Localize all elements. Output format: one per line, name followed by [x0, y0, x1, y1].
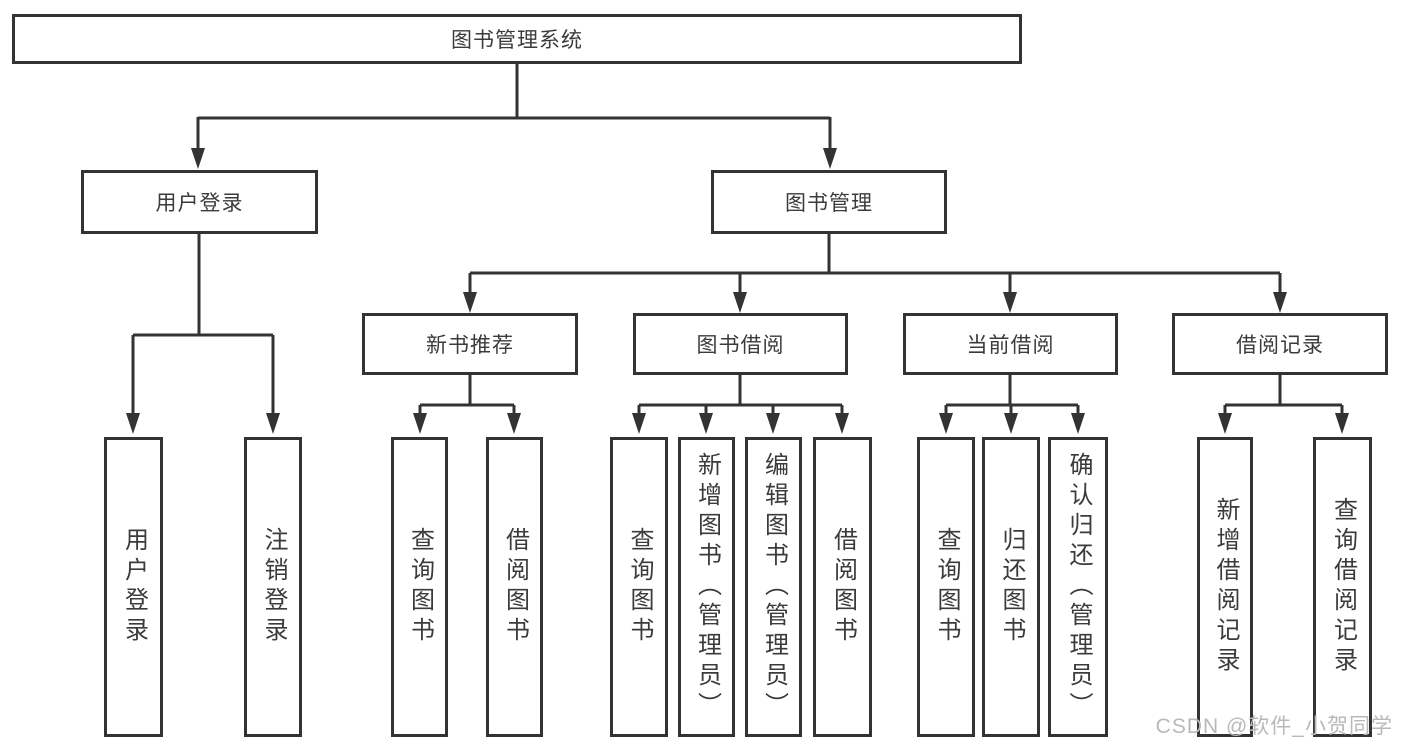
node-book-management: 图书管理 — [711, 170, 947, 234]
node-label: 归还图书 — [998, 527, 1025, 647]
node-library-management-system: 图书管理系统 — [12, 14, 1022, 64]
node-current-borrowing: 当前借阅 — [903, 313, 1118, 375]
node-borrowing-records: 借阅记录 — [1172, 313, 1388, 375]
node-label: 借阅记录 — [1236, 334, 1324, 357]
node-label: 新增借阅记录 — [1212, 497, 1239, 677]
leaf-query-books-current: 查询图书 — [917, 437, 975, 737]
node-new-book-recommendation: 新书推荐 — [362, 313, 578, 375]
node-label: 编辑图书（管理员） — [760, 452, 788, 722]
leaf-user-login: 用户登录 — [104, 437, 163, 737]
leaf-borrow-books-borrowing: 借阅图书 — [813, 437, 872, 737]
node-label: 新书推荐 — [426, 334, 514, 357]
node-label: 当前借阅 — [966, 334, 1055, 357]
leaf-confirm-return-admin: 确认归还（管理员） — [1048, 437, 1108, 737]
node-label: 查询图书 — [406, 527, 434, 647]
node-label: 图书管理 — [785, 192, 873, 215]
node-label: 查询借阅记录 — [1329, 497, 1357, 677]
leaf-add-borrow-record: 新增借阅记录 — [1197, 437, 1253, 737]
leaf-query-books-borrowing: 查询图书 — [610, 437, 668, 737]
leaf-add-book-admin: 新增图书（管理员） — [678, 437, 735, 737]
leaf-query-borrow-record: 查询借阅记录 — [1313, 437, 1372, 737]
leaf-edit-book-admin: 编辑图书（管理员） — [745, 437, 802, 737]
node-label: 确认归还（管理员） — [1065, 452, 1092, 722]
node-label: 查询图书 — [626, 527, 653, 647]
node-label: 查询图书 — [933, 527, 960, 647]
leaf-query-books-recommendation: 查询图书 — [391, 437, 448, 737]
node-book-borrowing: 图书借阅 — [633, 313, 848, 375]
csdn-watermark: CSDN @软件_小贺同学 — [1155, 715, 1393, 738]
node-label: 用户登录 — [155, 192, 244, 215]
node-label: 用户登录 — [120, 527, 148, 647]
node-label: 图书管理系统 — [451, 29, 583, 52]
node-label: 新增图书（管理员） — [693, 452, 721, 722]
node-user-login: 用户登录 — [81, 170, 318, 234]
node-label: 图书借阅 — [696, 334, 785, 357]
leaf-borrow-books-recommendation: 借阅图书 — [486, 437, 543, 737]
leaf-logout: 注销登录 — [244, 437, 302, 737]
node-label: 借阅图书 — [829, 527, 857, 647]
node-label: 借阅图书 — [501, 527, 529, 647]
node-label: 注销登录 — [260, 527, 287, 647]
leaf-return-book: 归还图书 — [982, 437, 1040, 737]
